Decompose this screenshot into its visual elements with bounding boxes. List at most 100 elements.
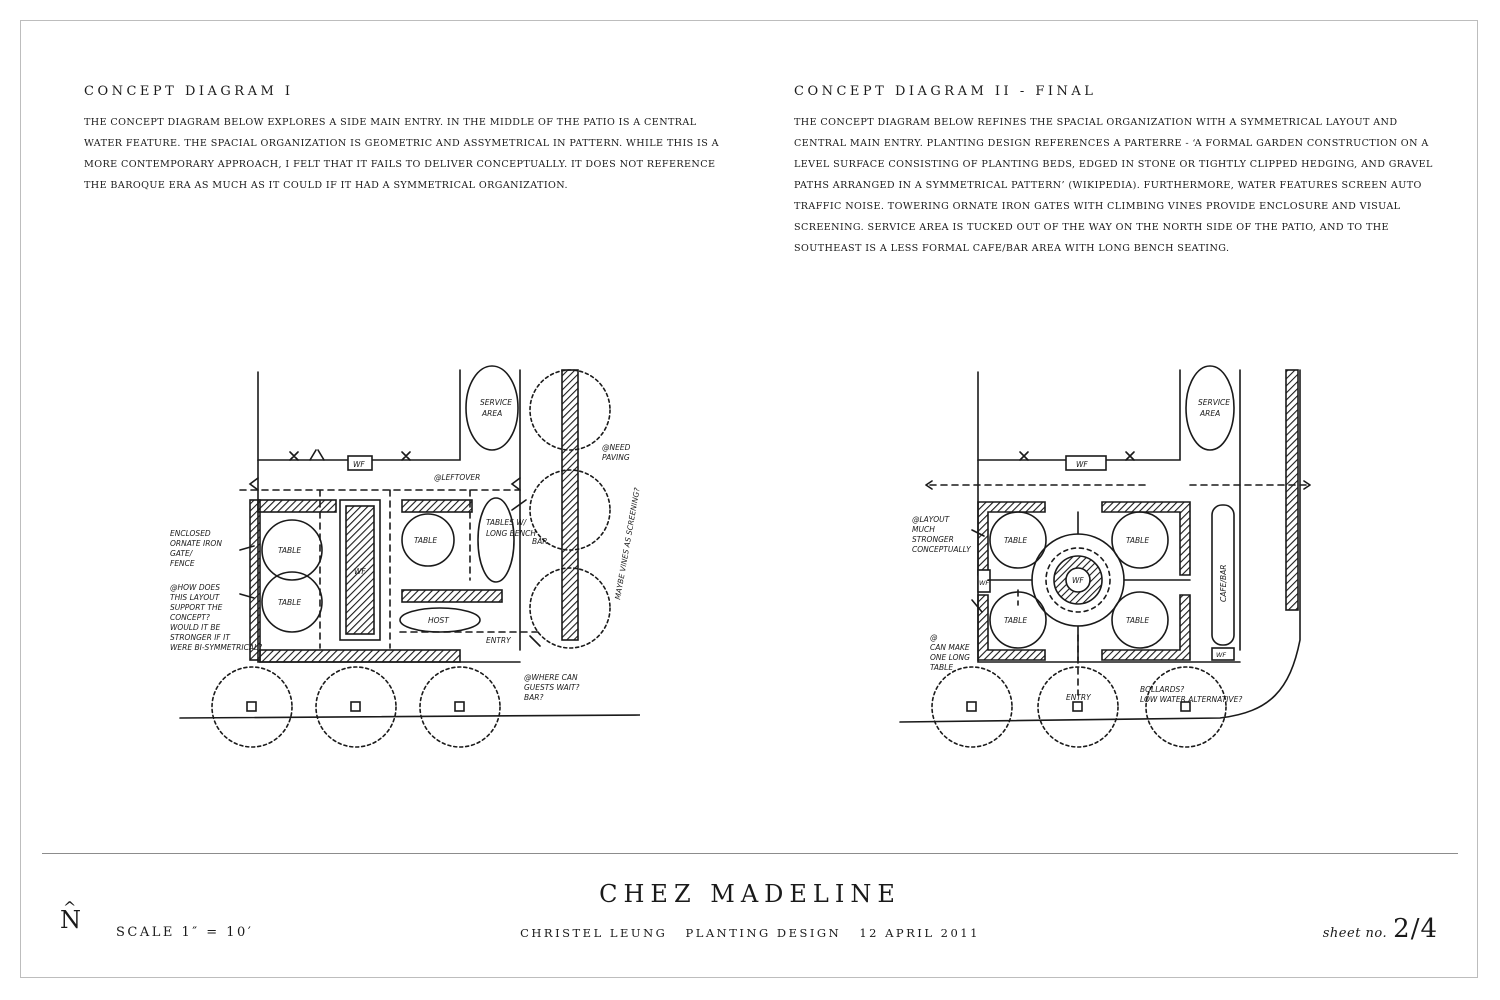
svg-text:CAN MAKE: CAN MAKE	[930, 643, 970, 652]
hedge-bottom	[259, 649, 461, 663]
fountain-ring	[1045, 547, 1111, 613]
hedge-mid-top	[401, 589, 503, 603]
svg-text:CONCEPTUALLY: CONCEPTUALLY	[912, 545, 972, 554]
svg-text:PAVING: PAVING	[602, 453, 630, 462]
note-gates: ENCLOSED	[170, 529, 211, 538]
water-feature-left	[977, 569, 991, 593]
building-wall	[977, 369, 1181, 461]
patio-outline	[977, 459, 1241, 663]
scale-label: Scale 1″ = 10′	[116, 925, 254, 940]
label-leftover: @LEFTOVER	[434, 473, 480, 482]
note-where-guests: @WHERE CAN	[524, 673, 578, 682]
hedge-top-left	[257, 499, 337, 513]
vine-trellis	[561, 369, 579, 641]
label-wf-top: WF	[1076, 460, 1088, 469]
label-table-1: TABLE	[1004, 536, 1027, 545]
project-credits: Christel Leung Planting Design 12 April …	[0, 926, 1500, 940]
svg-text:THIS LAYOUT: THIS LAYOUT	[170, 593, 221, 602]
project-title: CHEZ MADELINE	[599, 880, 901, 908]
author: Christel Leung	[520, 926, 668, 940]
table-2	[1111, 511, 1169, 569]
street-tree-2	[315, 666, 397, 748]
water-feature-center	[339, 499, 381, 641]
svg-text:SUPPORT THE: SUPPORT THE	[170, 603, 223, 612]
host-stand	[399, 607, 481, 633]
label-cafe-bar: CAFE/BAR	[1219, 565, 1228, 602]
note-layout: @HOW DOES	[170, 583, 220, 592]
street-tree-2	[1037, 666, 1119, 748]
left-diagram-description: The concept diagram below explores a sid…	[84, 117, 719, 191]
label-wf-top: WF	[353, 460, 365, 469]
label-wf-left: WF	[979, 579, 989, 587]
label-table-3: TABLE	[1004, 616, 1027, 625]
svg-text:ORNATE IRON: ORNATE IRON	[170, 539, 222, 548]
right-diagram-title: Concept Diagram II - Final	[794, 84, 1097, 99]
footer-rule	[42, 853, 1458, 854]
building-wall	[257, 369, 461, 461]
note-vines: MAYBE VINES AS SCREENING?	[613, 487, 640, 600]
table-2	[261, 571, 323, 633]
svg-text:CONCEPT?: CONCEPT?	[170, 613, 210, 622]
label-host: HOST	[428, 616, 450, 625]
svg-text:STRONGER IF IT: STRONGER IF IT	[170, 633, 231, 642]
table-1	[989, 511, 1047, 569]
subject: Planting Design	[685, 926, 842, 940]
concept-diagram-2-plan: SERVICE AREA WF WF WF WF TABLE TABLE TAB…	[899, 365, 1311, 748]
label-table-2: TABLE	[278, 598, 301, 607]
service-area	[465, 365, 519, 451]
north-arrow-icon: ^	[63, 898, 77, 917]
street-tree-3	[419, 666, 501, 748]
water-feature-top	[347, 455, 373, 471]
label-table-3: TABLE	[414, 536, 437, 545]
label-bar: BAR	[532, 537, 548, 546]
label-service-area: SERVICE	[1198, 398, 1230, 407]
svg-text:BAR?: BAR?	[524, 693, 543, 702]
svg-text:WOULD IT BE: WOULD IT BE	[170, 623, 220, 632]
note-bollards: BOLLARDS?	[1140, 685, 1184, 694]
label-wf-center: WF	[1072, 576, 1084, 585]
hedge-left	[249, 499, 261, 661]
label-service-area: SERVICE	[480, 398, 512, 407]
svg-text:MUCH: MUCH	[912, 525, 935, 534]
label-entry: ENTRY	[1066, 693, 1092, 702]
label-table-2: TABLE	[1126, 536, 1149, 545]
vine-screen	[1285, 369, 1299, 611]
street-tree-3	[1145, 666, 1227, 748]
svg-text:ONE LONG: ONE LONG	[930, 653, 970, 662]
svg-text:LOW WATER ALTERNATIVE?: LOW WATER ALTERNATIVE?	[1140, 695, 1242, 704]
note-layout: @LAYOUT	[912, 515, 951, 524]
parterre-sw	[977, 594, 1046, 661]
sheet-border	[20, 20, 1478, 978]
svg-text:TABLE: TABLE	[930, 663, 953, 672]
street-tree-1	[931, 666, 1013, 748]
note-paving: @NEED	[602, 443, 631, 452]
label-entry: ENTRY	[486, 636, 512, 645]
left-diagram-title: Concept Diagram I	[84, 84, 294, 99]
table-4	[1111, 591, 1169, 649]
curb-line	[899, 369, 1301, 723]
sheet-label: sheet no.	[1322, 926, 1388, 941]
svg-text:STRONGER: STRONGER	[912, 535, 954, 544]
water-feature-top	[1065, 455, 1107, 471]
street-tree-1	[211, 666, 293, 748]
service-area	[1185, 365, 1235, 451]
cafe-bar-bench	[1211, 504, 1235, 646]
table-1	[261, 519, 323, 581]
long-bench	[477, 497, 515, 583]
svg-text:FENCE: FENCE	[170, 559, 195, 568]
label-table-4: TABLE	[1126, 616, 1149, 625]
table-3	[401, 513, 455, 567]
sheet-number-block: sheet no.2/4	[1323, 914, 1438, 944]
parterre-se	[1101, 594, 1191, 661]
right-diagram-description: The concept diagram below refines the sp…	[794, 117, 1433, 254]
water-feature-right	[1211, 647, 1235, 661]
svg-text:AREA: AREA	[481, 409, 502, 418]
curb-line	[179, 714, 640, 719]
svg-text:WERE BI-SYMMETRICAL?: WERE BI-SYMMETRICAL?	[170, 643, 262, 652]
north-indicator: N	[60, 906, 81, 934]
note-tables: @	[930, 633, 938, 642]
hedge-top-right	[401, 499, 473, 513]
svg-text:LONG BENCH: LONG BENCH	[486, 529, 536, 538]
parterre-ne	[1101, 501, 1191, 576]
svg-text:AREA: AREA	[1199, 409, 1220, 418]
